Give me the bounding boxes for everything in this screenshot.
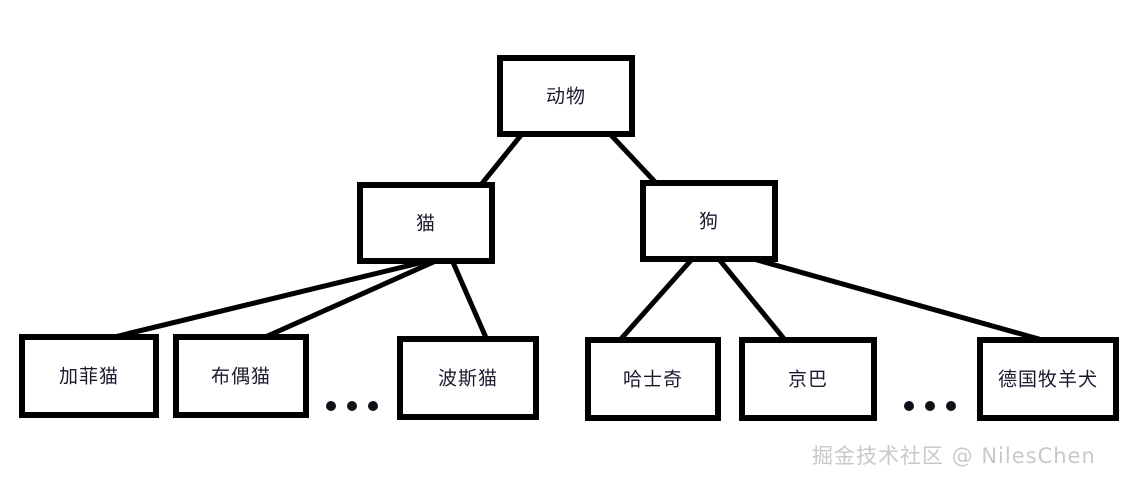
node-ragdoll[interactable]: 布偶猫 — [173, 334, 309, 418]
edge-root-to-cat — [478, 132, 524, 188]
node-box-garfield — [19, 334, 159, 418]
edge-cat-to-garfield — [109, 257, 433, 341]
node-box-ragdoll — [173, 334, 309, 418]
node-label-peke: 京巴 — [788, 369, 828, 391]
node-root[interactable]: 动物 — [497, 55, 635, 137]
edge-dog-to-peke — [716, 256, 787, 342]
node-box-persian — [397, 336, 539, 420]
node-box-shepherd — [977, 337, 1119, 421]
ellipsis-cat-more — [326, 401, 378, 411]
node-label-dog: 狗 — [699, 211, 719, 233]
node-box-peke — [739, 337, 877, 421]
node-label-husky: 哈士奇 — [623, 369, 683, 391]
node-label-ragdoll: 布偶猫 — [211, 366, 271, 388]
ellipsis-dot-1 — [904, 401, 914, 411]
node-shepherd[interactable]: 德国牧羊犬 — [977, 337, 1119, 421]
ellipsis-dot-1 — [326, 401, 336, 411]
edge-cat-to-persian — [449, 258, 490, 342]
node-label-shepherd: 德国牧羊犬 — [998, 369, 1098, 391]
watermark-label: 掘金技术社区 @ NilesChen — [812, 444, 1096, 468]
node-box-husky — [585, 337, 721, 421]
node-husky[interactable]: 哈士奇 — [585, 337, 721, 421]
edge-dog-to-shepherd — [749, 255, 1047, 344]
node-box-root — [497, 55, 635, 137]
node-label-root: 动物 — [546, 86, 586, 108]
node-persian[interactable]: 波斯猫 — [397, 336, 539, 420]
edge-cat-to-ragdoll — [261, 257, 440, 341]
node-cat[interactable]: 猫 — [357, 182, 495, 264]
node-dog[interactable]: 狗 — [640, 180, 778, 262]
ellipsis-dot-2 — [925, 401, 935, 411]
edge-dog-to-husky — [618, 256, 695, 342]
node-peke[interactable]: 京巴 — [739, 337, 877, 421]
node-box-cat — [357, 182, 495, 264]
node-label-persian: 波斯猫 — [438, 368, 498, 390]
node-label-garfield: 加菲猫 — [59, 366, 119, 388]
ellipsis-dot-2 — [347, 401, 357, 411]
ellipsis-layer — [326, 401, 956, 411]
ellipsis-dog-more — [904, 401, 956, 411]
node-label-cat: 猫 — [416, 213, 436, 235]
edge-root-to-dog — [608, 132, 659, 186]
ellipsis-dot-3 — [946, 401, 956, 411]
edges-layer — [109, 132, 1047, 344]
node-garfield[interactable]: 加菲猫 — [19, 334, 159, 418]
ellipsis-dot-3 — [368, 401, 378, 411]
node-box-dog — [640, 180, 778, 262]
